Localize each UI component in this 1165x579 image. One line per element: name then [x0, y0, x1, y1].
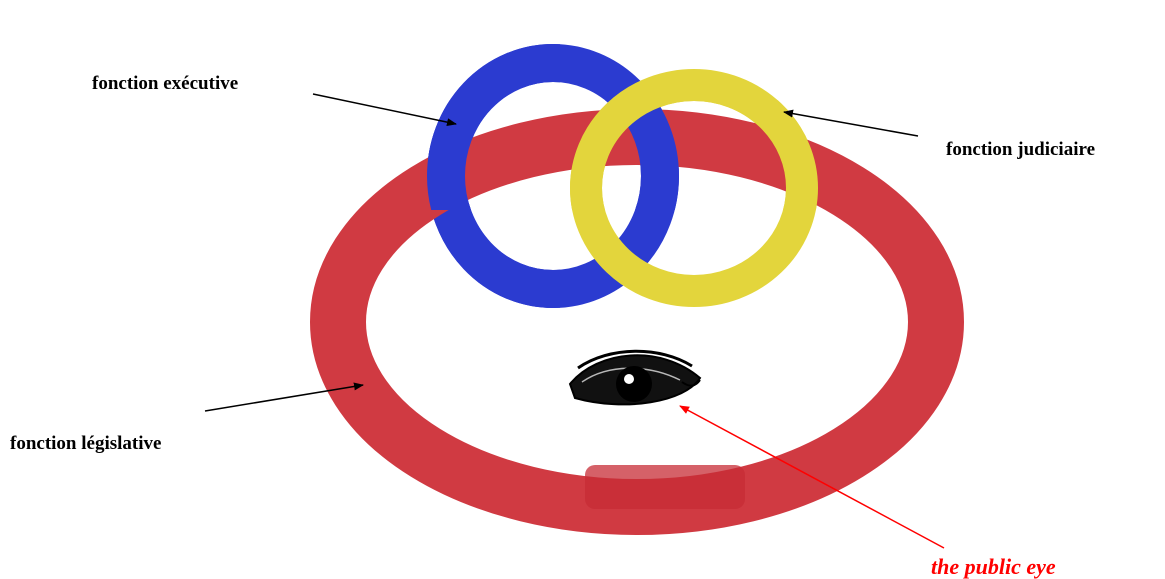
label-judicial: fonction judiciaire [946, 140, 1095, 159]
red-ring [338, 137, 936, 507]
eye-icon [570, 351, 700, 404]
arrow-judicial [784, 112, 918, 136]
label-executive: fonction exécutive [92, 74, 238, 93]
arrow-executive [313, 94, 456, 124]
label-public-eye: the public eye [931, 556, 1056, 578]
label-legislative: fonction législative [10, 434, 161, 453]
red-ring-smudge [585, 465, 745, 509]
